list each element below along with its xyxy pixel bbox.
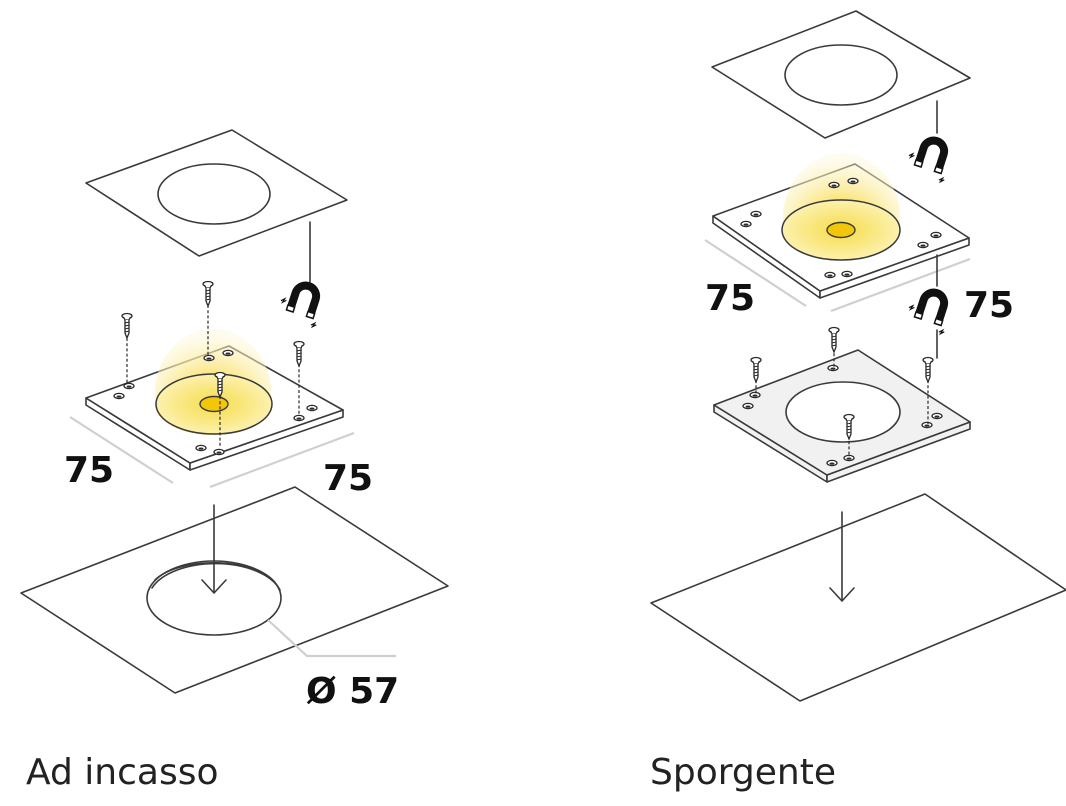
cover-plate — [85, 129, 348, 257]
screw-icon — [293, 340, 305, 367]
hole-icon — [931, 412, 943, 420]
hole-icon — [203, 354, 215, 362]
hole-icon — [847, 177, 859, 185]
hole-icon — [213, 448, 225, 456]
right-width-label: 75 — [705, 278, 755, 319]
hole-icon — [750, 210, 762, 218]
left-assembly — [20, 129, 449, 694]
screw-icon — [202, 280, 214, 307]
caption-surface: Sporgente — [650, 752, 836, 793]
hole-icon — [824, 271, 836, 279]
hole-icon — [293, 414, 305, 422]
right-depth-label: 75 — [964, 285, 1014, 326]
hole-icon — [123, 382, 135, 390]
hole-icon — [749, 391, 761, 399]
hole-icon — [306, 404, 318, 412]
hole-icon — [841, 270, 853, 278]
light-glow — [781, 153, 901, 261]
hole-icon — [222, 349, 234, 357]
hole-icon — [917, 241, 929, 249]
hole-icon — [740, 220, 752, 228]
hole-icon — [921, 421, 933, 429]
hole-icon — [828, 181, 840, 189]
left-depth-label: 75 — [323, 458, 373, 499]
hole-icon — [826, 459, 838, 467]
ceiling-panel — [20, 486, 449, 694]
screw-icon — [121, 312, 133, 339]
magnet-icon — [903, 282, 957, 336]
screw-icon — [828, 326, 840, 353]
base-plate — [713, 349, 971, 483]
hole-icon — [742, 402, 754, 410]
screw-icon — [922, 356, 934, 383]
hole-icon — [843, 454, 855, 462]
magnet-icon — [903, 130, 957, 184]
left-width-label: 75 — [64, 450, 114, 491]
hole-icon — [195, 444, 207, 452]
hole-icon — [827, 364, 839, 372]
mounting-plate — [85, 328, 344, 471]
light-glow — [155, 328, 273, 435]
mounting-plate — [712, 153, 970, 299]
hole-icon — [930, 231, 942, 239]
hole-icon — [113, 392, 125, 400]
right-assembly — [650, 10, 1066, 702]
caption-recessed: Ad incasso — [26, 752, 219, 793]
ceiling-panel — [650, 493, 1066, 702]
hole-diameter-label: Ø 57 — [306, 671, 399, 712]
magnet-icon — [275, 275, 329, 329]
cover-plate — [711, 10, 971, 139]
screw-icon — [750, 356, 762, 383]
